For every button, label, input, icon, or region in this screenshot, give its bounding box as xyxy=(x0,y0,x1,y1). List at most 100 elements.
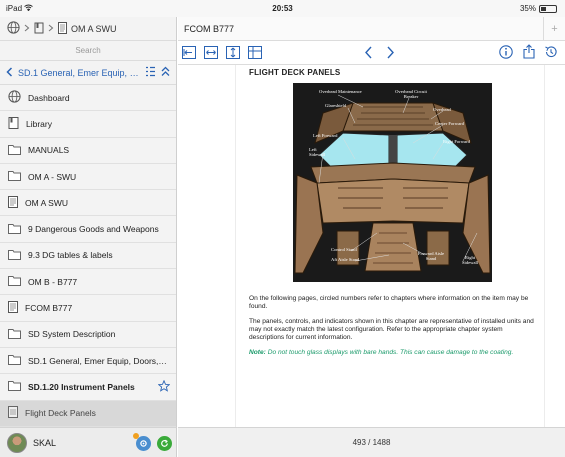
document-viewer[interactable]: FLIGHT DECK PANELS xyxy=(178,65,565,427)
info-icon[interactable] xyxy=(499,45,513,64)
label-left-sidewall: Left Sidewall xyxy=(309,147,326,157)
page-title: FLIGHT DECK PANELS xyxy=(249,68,341,77)
next-page-icon[interactable] xyxy=(386,46,395,64)
folder-icon xyxy=(8,144,21,157)
page-indicator: 493 / 1488 xyxy=(352,438,391,447)
status-right: 35% xyxy=(520,4,557,13)
add-tab-button[interactable]: + xyxy=(543,17,565,41)
folder-icon xyxy=(8,170,21,183)
fit-width-icon[interactable] xyxy=(204,46,218,64)
note-text: Note: Do not touch glass displays with b… xyxy=(249,349,539,357)
label-control-stand: Control Stand xyxy=(331,247,357,252)
folder-icon xyxy=(8,354,21,367)
collapse-left-icon[interactable] xyxy=(182,46,196,64)
share-icon[interactable] xyxy=(523,44,535,64)
folder-icon xyxy=(8,328,21,341)
label-right-forward: Right Forward xyxy=(443,139,470,144)
home-globe-icon[interactable] xyxy=(7,21,20,36)
label-aft-aisle-stand: Aft Aisle Stand xyxy=(331,257,360,262)
breadcrumb-current[interactable]: OM A SWU xyxy=(71,23,117,34)
cockpit-drawing xyxy=(294,94,491,274)
section-header[interactable]: SD.1 General, Emer Equip, Do... xyxy=(0,61,176,85)
label-overhead-circuit-breaker: Overhead Circuit Breaker xyxy=(395,89,427,99)
history-icon[interactable] xyxy=(544,45,558,64)
label-overhead: Overhead xyxy=(433,107,451,112)
sidebar-item[interactable]: Library xyxy=(0,111,176,138)
sidebar-item[interactable]: SD.1.20 Instrument Panels xyxy=(0,374,176,401)
label-left-forward: Left Forward xyxy=(313,133,338,138)
chevron-right-icon xyxy=(24,24,30,34)
back-chevron-icon[interactable] xyxy=(6,66,13,79)
sidebar-item[interactable]: SD System Description xyxy=(0,322,176,348)
sidebar-item[interactable]: OM B - B777 xyxy=(0,269,176,296)
note-body: Do not touch glass displays with bare ha… xyxy=(267,349,514,356)
device-name: iPad xyxy=(6,4,23,13)
sidebar: OM A SWU Search SD.1 General, Emer Equip… xyxy=(0,17,177,427)
collapse-up-icon[interactable] xyxy=(161,66,170,79)
clock: 20:53 xyxy=(272,4,293,13)
sidebar-item[interactable]: MANUALS xyxy=(0,138,176,164)
sidebar-item[interactable]: Dashboard xyxy=(0,85,176,112)
document-icon xyxy=(8,301,18,315)
layout-icon[interactable] xyxy=(248,46,262,64)
previous-page-icon[interactable] xyxy=(364,46,373,64)
breadcrumb: OM A SWU xyxy=(0,17,176,41)
sidebar-item[interactable]: FCOM B777 xyxy=(0,295,176,322)
document-page: FLIGHT DECK PANELS xyxy=(235,65,545,427)
folder-icon xyxy=(8,380,21,393)
fit-height-icon[interactable] xyxy=(226,46,240,64)
status-bar: iPad 20:53 35% xyxy=(0,0,565,17)
sidebar-item[interactable]: OM A SWU xyxy=(0,190,176,217)
document-icon xyxy=(8,195,18,210)
label-right-sidewall: Right Sidewall xyxy=(461,255,479,265)
sidebar-item-label: MANUALS xyxy=(28,145,70,156)
folder-icon xyxy=(8,223,21,236)
label-glareshield: Glareshield xyxy=(325,103,347,108)
sidebar-item-label: OM B - B777 xyxy=(28,276,78,287)
avatar[interactable] xyxy=(7,432,27,453)
document-header: FCOM B777 + xyxy=(178,17,565,41)
search-input[interactable]: Search xyxy=(0,41,176,61)
library-book-icon[interactable] xyxy=(34,22,44,36)
sidebar-item-label: Flight Deck Panels xyxy=(25,408,96,419)
document-toolbar xyxy=(178,41,565,65)
label-center-forward: Center Forward xyxy=(435,121,464,126)
sidebar-item[interactable]: 9 Dangerous Goods and Weapons xyxy=(0,216,176,243)
sync-icon[interactable] xyxy=(157,436,172,451)
label-forward-aisle-stand: Forward Aisle Stand xyxy=(417,251,445,261)
sidebar-item-label: 9 Dangerous Goods and Weapons xyxy=(28,224,159,235)
sidebar-item-label: SD System Description xyxy=(28,329,116,340)
sidebar-item[interactable]: OM A - SWU xyxy=(0,164,176,191)
book-icon xyxy=(8,116,19,131)
favorite-star-icon[interactable] xyxy=(157,379,171,394)
sidebar-item-label: FCOM B777 xyxy=(25,303,73,314)
battery-icon xyxy=(539,4,557,13)
sidebar-item-label: Library xyxy=(26,118,52,129)
flight-deck-illustration: Overhead Maintenance Overhead Circuit Br… xyxy=(293,83,492,282)
page-icon xyxy=(8,406,18,420)
sidebar-item[interactable]: Flight Deck Panels xyxy=(0,400,176,427)
notification-dot-icon xyxy=(133,433,139,439)
tree-view-icon[interactable] xyxy=(145,66,156,79)
sidebar-item[interactable]: 9.3 DG tables & labels xyxy=(0,243,176,270)
folder-icon xyxy=(8,275,21,288)
paragraph-disclaimer: The panels, controls, and indicators sho… xyxy=(249,318,534,341)
chevron-right-icon xyxy=(48,24,54,34)
document-tab-title[interactable]: FCOM B777 xyxy=(184,23,235,34)
status-left: iPad xyxy=(6,4,34,13)
sidebar-item-label: OM A SWU xyxy=(25,197,68,208)
globe-icon xyxy=(8,90,21,105)
note-label: Note: xyxy=(249,349,266,356)
sidebar-item-label: OM A - SWU xyxy=(28,171,77,182)
sidebar-item[interactable]: SD.1 General, Emer Equip, Doors, Wind... xyxy=(0,348,176,375)
settings-gear-icon[interactable] xyxy=(136,436,151,451)
wifi-icon xyxy=(24,4,34,13)
section-title: SD.1 General, Emer Equip, Do... xyxy=(18,67,140,78)
sidebar-item-label: 9.3 DG tables & labels xyxy=(28,250,113,261)
user-footer: SKAL xyxy=(0,427,177,457)
sidebar-item-label: SD.1 General, Emer Equip, Doors, Wind... xyxy=(28,355,168,366)
document-icon xyxy=(58,21,67,36)
battery-percent: 35% xyxy=(519,4,536,13)
sidebar-item-label: SD.1.20 Instrument Panels xyxy=(28,381,135,392)
